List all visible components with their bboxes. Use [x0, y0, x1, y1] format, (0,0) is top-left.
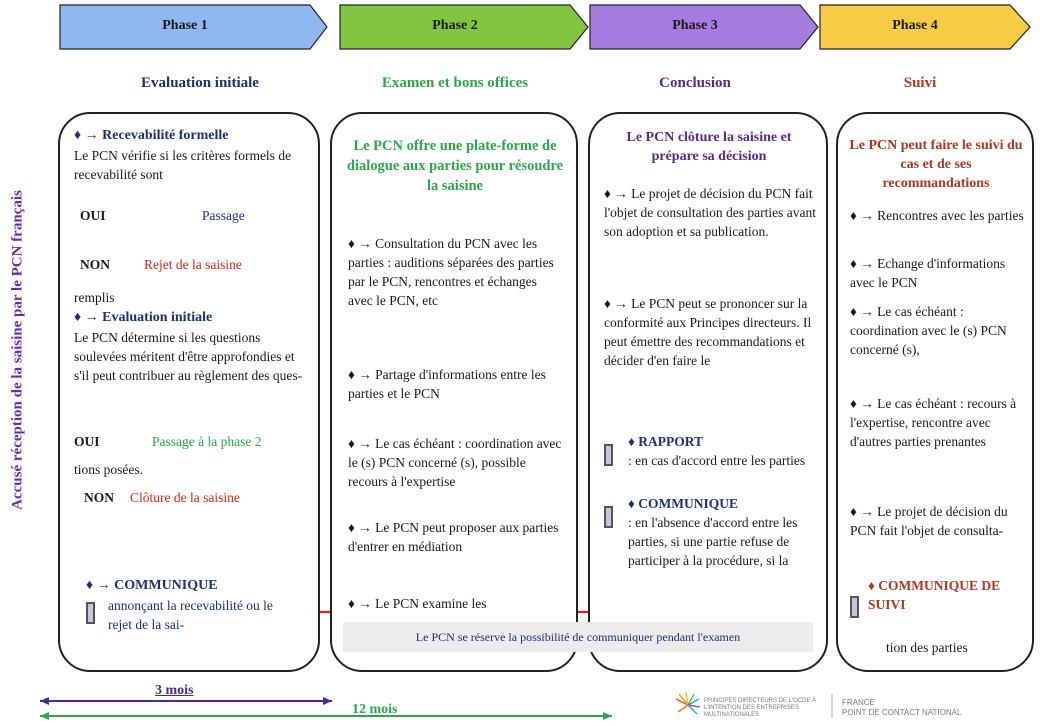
non-label-1: NON: [80, 257, 110, 272]
oecd-logo-icon: [675, 691, 701, 715]
pcn-label: POINT DE CONTACT NATIONAL: [842, 708, 962, 717]
evaluation-text: Le PCN détermine si les questions soulev…: [74, 330, 303, 383]
phase-2-label: Phase 2: [432, 18, 478, 33]
phase-3-communique-title: ♦ COMMUNIQUE: [628, 496, 739, 511]
phase-4-item-3: ♦ → Le cas échéant : coordination avec l…: [850, 304, 1007, 357]
phase-3-label: Phase 3: [672, 18, 718, 33]
phase-2-box: Le PCN offre une plate-forme de dialogue…: [330, 112, 578, 672]
phase-4-tail: tion des parties: [886, 640, 968, 655]
phase-1-chevron: [59, 4, 328, 50]
phase-2-chevron: [339, 4, 589, 50]
phase-3-heading: Le PCN clôture la saisine et prépare sa …: [626, 130, 792, 164]
timeline-12-left: [40, 712, 49, 720]
timeline-3-left: [40, 697, 49, 705]
phase-2-item-5: ♦ → Le PCN examine les: [348, 596, 487, 611]
remplis-text: remplis: [74, 290, 115, 305]
phase-3-communique-text: : en l'absence d'accord entre les partie…: [628, 515, 798, 568]
phase-4-item-2: ♦ → Echange d'informations avec le PCN: [850, 256, 1006, 290]
phase-4-item-5: ♦ → Le projet de décision du PCN fait l'…: [850, 504, 1008, 538]
timeline-3-label: 3 mois: [155, 683, 194, 698]
communication-banner: Le PCN se réserve la possibilité de comm…: [343, 622, 813, 652]
phase-1-label: Phase 1: [162, 18, 208, 33]
oui-label-2: OUI: [74, 434, 100, 449]
phase-3-box: Le PCN clôture la saisine et prépare sa …: [588, 112, 828, 672]
rapport-text: : en cas d'accord entre les parties: [628, 453, 806, 468]
phase-1-subtitle: Evaluation initiale: [141, 75, 259, 91]
phase-3-item-2: ♦ → Le PCN peut se prononcer sur la conf…: [604, 296, 812, 368]
communique-text: annonçant la recevabilité ou le rejet de…: [108, 598, 273, 632]
phase-2-item-2: ♦ → Partage d'informations entre les par…: [348, 367, 546, 401]
france-label: FRANCE: [842, 698, 875, 707]
recevabilite-text: Le PCN vérifie si les critères formels d…: [74, 148, 292, 182]
non-result-1: Rejet de la saisine: [144, 257, 242, 272]
timeline-3-right: [323, 697, 332, 705]
communique-title: ♦ → COMMUNIQUE: [86, 578, 218, 593]
phase-1-box: ♦ → Recevabilité formelle Le PCN vérifie…: [58, 112, 320, 672]
phase-3-item-1: ♦ → Le projet de décision du PCN fait l'…: [604, 186, 816, 239]
oui-label-1: OUI: [80, 208, 106, 223]
phase-4-chevron: [819, 4, 1031, 50]
non-label-2: NON: [84, 490, 114, 505]
phase-2-item-3: ♦ → Le cas échéant : coordination avec l…: [348, 436, 562, 489]
suivi-doc-icon: [850, 596, 859, 618]
recevabilite-title: ♦ → Recevabilité formelle: [74, 128, 229, 143]
phase-4-communique-title: ♦ COMMUNIQUE DE SUIVI: [868, 578, 1001, 612]
phase-3-subtitle: Conclusion: [659, 75, 731, 91]
non-result-2: Clôture de la saisine: [130, 490, 240, 505]
timeline-12-label: 12 mois: [352, 702, 398, 717]
phase-4-box: Le PCN peut faire le suivi du cas et de …: [836, 112, 1034, 672]
phase-2-item-1: ♦ → Consultation du PCN avec les parties…: [348, 236, 554, 308]
phase-3-chevron: [589, 4, 819, 50]
tions-text: tions posées.: [74, 462, 143, 477]
phase-4-heading: Le PCN peut faire le suivi du cas et de …: [849, 138, 1023, 191]
oecd-logo-text: PRINCIPES DIRECTEURS DE L'OCDE À L'INTEN…: [704, 698, 817, 718]
phase-4-subtitle: Suivi: [903, 75, 937, 91]
phase-2-subtitle: Examen et bons offices: [381, 75, 529, 91]
phase-4-item-4: ♦ → Le cas échéant : recours à l'experti…: [850, 396, 1017, 449]
phase-2-item-4: ♦ → Le PCN peut proposer aux parties d'e…: [348, 520, 559, 554]
vertical-label: Accusé réception de la saisine par le PC…: [9, 190, 26, 510]
rapport-title: ♦ RAPPORT: [628, 434, 704, 449]
timeline-12-right: [603, 712, 612, 720]
communique-doc-icon: [604, 506, 613, 528]
phase-2-heading: Le PCN offre une plate-forme de dialogue…: [346, 138, 564, 194]
oui-result-1: Passage: [202, 208, 245, 223]
phase-4-label: Phase 4: [892, 18, 938, 33]
phase-4-item-1: ♦ → Rencontres avec les parties: [850, 208, 1024, 223]
document-icon: [86, 602, 95, 624]
oui-result-2: Passage à la phase 2: [152, 434, 262, 449]
rapport-doc-icon: [604, 444, 613, 466]
evaluation-title: ♦ → Evaluation initiale: [74, 310, 213, 325]
